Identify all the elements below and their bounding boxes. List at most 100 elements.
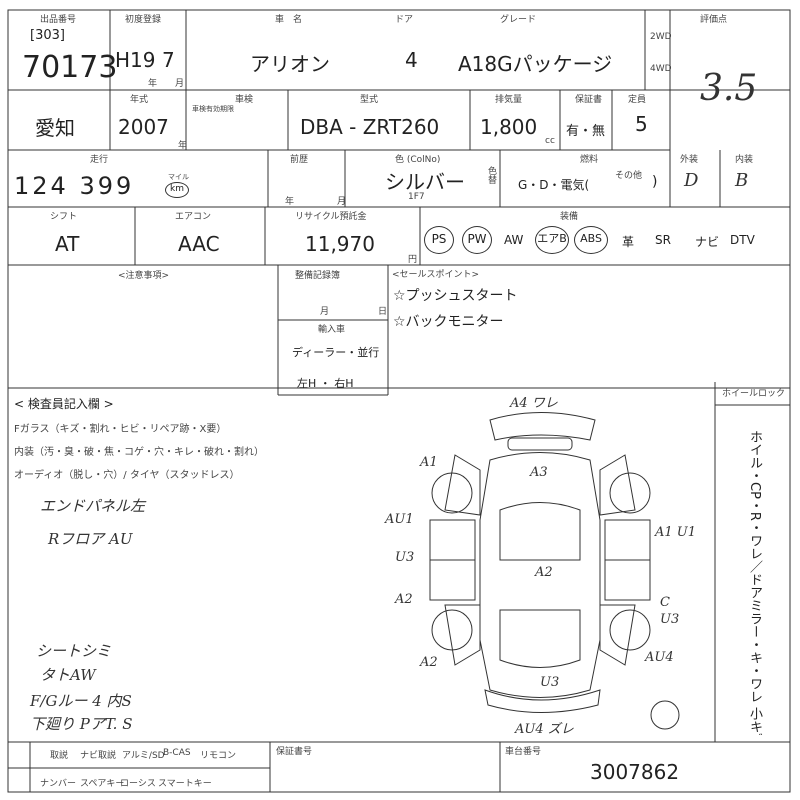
lot-number: 70173 <box>22 50 118 85</box>
exterior-label: 外装 <box>680 155 699 165</box>
fuel-label: 燃料 <box>580 155 599 165</box>
frame-number: 3007862 <box>590 760 680 784</box>
lot-label: 出品番号 <box>40 15 77 25</box>
interior-grade: B <box>735 170 749 191</box>
year-unit: 年 <box>178 141 188 151</box>
damage-mark-fl-door: AU1 <box>385 512 414 527</box>
record-label: 整備記録簿 <box>295 271 341 281</box>
color-label: 色 (ColNo) <box>395 155 441 165</box>
equip-ps: PS <box>424 226 454 254</box>
damage-mark-roof: A4 ワレ <box>510 396 558 411</box>
damage-mark-trunk: U3 <box>540 675 560 690</box>
equip-airbag: エアB <box>535 226 569 254</box>
door-label: ドア <box>395 15 414 25</box>
sales-point-1: ☆プッシュスタート <box>393 288 518 304</box>
drive-2wd: 2WD <box>650 32 672 42</box>
grade: A18Gパッケージ <box>458 52 613 76</box>
handwritten-note-4: タトAW <box>40 666 96 684</box>
yen-unit: 円 <box>408 255 418 265</box>
model-type: DBA - ZRT260 <box>300 115 440 139</box>
inspector-line-glass: Fガラス（キズ・割れ・ヒビ・リペア跡・X要） <box>14 424 227 435</box>
footer-smart-key: スマートキー <box>158 779 212 789</box>
model-label: 車 名 <box>275 15 303 25</box>
import-label: 輸入車 <box>318 325 346 335</box>
footer-lorsys: ローシス <box>120 779 156 789</box>
footer-remote: リモコン <box>200 751 237 761</box>
shift-label: シフト <box>50 212 78 222</box>
mile-unit: マイル <box>168 173 189 181</box>
side-vertical-notes: ホイル・CP・R・ワレ／ドアミラー・キ・ワレ 小キズ 小凹 補修有 <box>747 430 762 735</box>
warranty-label: 保証書 <box>575 95 603 105</box>
damage-mark-rr-door: C <box>660 595 670 610</box>
displacement: 1,800 <box>480 115 538 139</box>
recycle-fee: 11,970 <box>305 232 375 256</box>
damage-mark-rear-bumper: AU4 ズレ <box>515 722 574 737</box>
mileage: 124 399 <box>14 172 135 200</box>
fuel-close: ) <box>652 174 658 190</box>
footer-alloy: アルミ/SD <box>122 751 165 761</box>
damage-mark-rl-fender: A2 <box>420 655 438 670</box>
interior-label: 内装 <box>735 155 754 165</box>
frame-label: 車台番号 <box>505 747 542 757</box>
reg-month: 7 <box>162 48 175 72</box>
history-nen: 年 <box>285 197 295 207</box>
damage-mark-fr-door: A1 U1 <box>655 525 697 540</box>
reg-label: 初度登録 <box>125 15 162 25</box>
inspector-title: < 検査員記入欄 > <box>14 397 114 411</box>
handwritten-note-5: F/Gルー 4 内S <box>30 692 132 710</box>
handwritten-note-1: エンドパネル左 <box>40 497 146 515</box>
fuel: G・D・電気( <box>518 178 590 192</box>
tsuki-unit: 月 <box>175 79 185 89</box>
km-unit: km <box>165 182 189 198</box>
era-year: H19 <box>115 48 156 72</box>
color-change: 色替 <box>486 166 496 184</box>
inspection-note: 車検有効期限 <box>192 105 234 113</box>
equip-pw: PW <box>462 226 492 254</box>
recycle-label: リサイクル預託金 <box>295 212 367 222</box>
ac: AAC <box>178 232 220 256</box>
damage-mark-rr-sill: U3 <box>660 612 680 627</box>
caution-label: <注意事項> <box>118 271 170 281</box>
cc-label: 排気量 <box>495 95 523 105</box>
lot-code: [303] <box>30 28 65 43</box>
footer-navi-manual: ナビ取説 <box>80 751 117 761</box>
nen-unit: 年 <box>148 79 158 89</box>
color: シルバー <box>385 170 465 194</box>
history-tsuki: 月 <box>337 197 347 207</box>
car-diagram <box>429 412 680 730</box>
grade-label: グレード <box>500 15 537 25</box>
footer-bcas: B-CAS <box>163 748 191 758</box>
handle-value: 左H ・ 右H <box>297 377 354 390</box>
footer-spare-key: スペアキー <box>80 779 125 789</box>
score: 3.5 <box>700 68 758 109</box>
damage-mark-rr-fender: AU4 <box>645 650 674 665</box>
cc-unit: cc <box>545 136 555 146</box>
chassis-label: 保証書号 <box>276 747 313 757</box>
record-day: 日 <box>378 307 388 317</box>
equip-navi: ナビ <box>695 235 720 249</box>
warranty: 有・無 <box>566 124 606 139</box>
damage-mark-fl-fender: A1 <box>420 455 438 470</box>
capacity-label: 定員 <box>628 95 647 105</box>
footer-manual: 取説 <box>50 751 69 761</box>
prefecture: 愛知 <box>35 116 75 140</box>
history-label: 前歴 <box>290 155 309 165</box>
type-label: 型式 <box>360 95 379 105</box>
handwritten-note-6: 下廻り PアT. S <box>30 715 133 733</box>
import-value: ディーラー・並行 <box>292 346 380 359</box>
capacity: 5 <box>635 112 648 136</box>
damage-mark-hood: A3 <box>530 465 548 480</box>
drive-4wd: 4WD <box>650 64 672 74</box>
equip-aw: AW <box>504 233 524 247</box>
equipment-label: 装備 <box>560 212 579 222</box>
inspector-line-interior: 内装（汚・臭・破・焦・コゲ・穴・キレ・破れ・割れ） <box>14 447 264 458</box>
damage-mark-rl-door: A2 <box>395 592 413 607</box>
color-code: 1F7 <box>408 192 425 202</box>
inspector-line-audio: オーディオ（脱し・穴）/ タイヤ（スタッドレス） <box>14 470 240 481</box>
equip-abs: ABS <box>574 226 608 254</box>
sales-label: <セールスポイント> <box>392 270 480 280</box>
damage-mark-l-sill: U3 <box>395 550 415 565</box>
wheel-lock-label: ホイールロック <box>722 389 786 399</box>
score-label: 評価点 <box>700 15 728 25</box>
mileage-label: 走行 <box>90 155 109 165</box>
